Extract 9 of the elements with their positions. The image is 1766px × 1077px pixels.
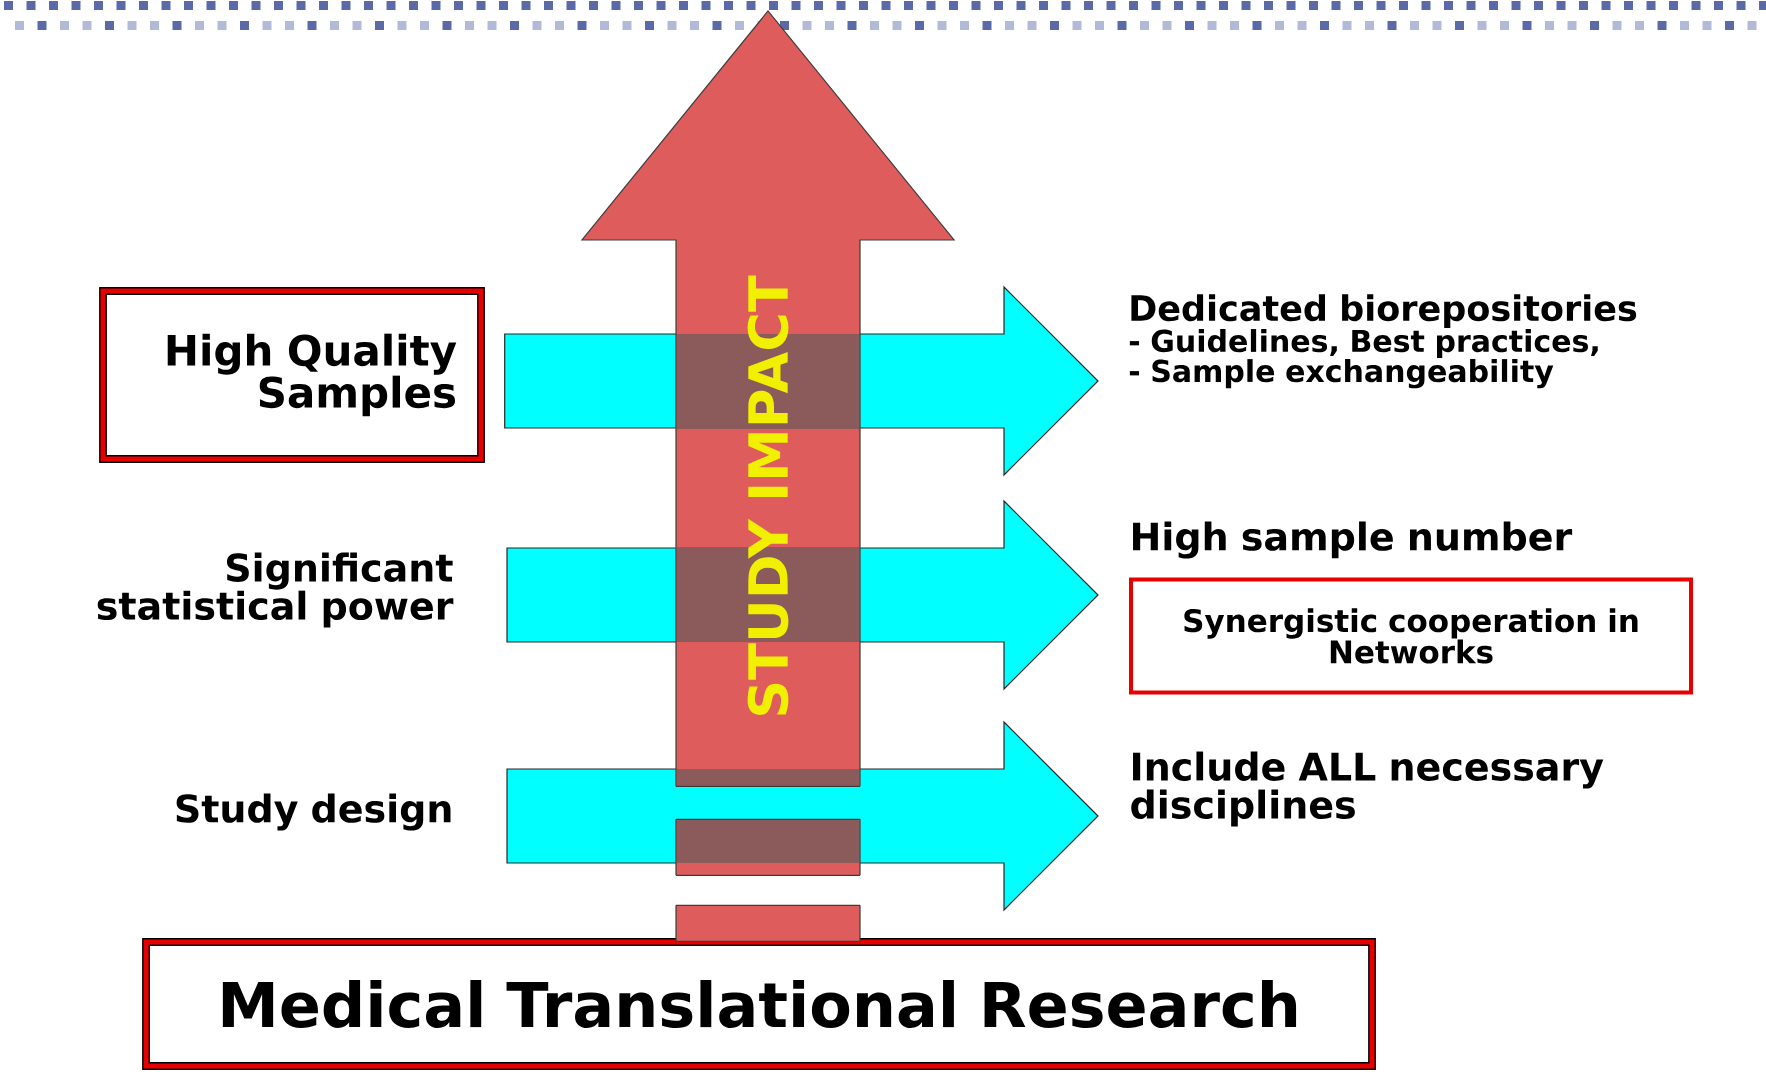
networks-box: Synergistic cooperation in Networks — [1129, 577, 1693, 695]
title-box: Medical Translational Research — [142, 938, 1376, 1070]
sample-number-label: High sample number — [1133, 521, 1573, 559]
quality-box: High Quality Samples — [99, 287, 485, 463]
disciplines-label: Include ALL necessary disciplines — [1131, 751, 1604, 827]
biorepositories-label: Dedicated biorepositories - Guidelines, Best practices, - Sample exchangeability — [1129, 294, 1637, 389]
study-design-label: Study design — [176, 793, 451, 831]
statistical-power-label: Significant statistical power — [97, 552, 454, 628]
edge-label: STUDY IMPACT — [747, 275, 789, 715]
